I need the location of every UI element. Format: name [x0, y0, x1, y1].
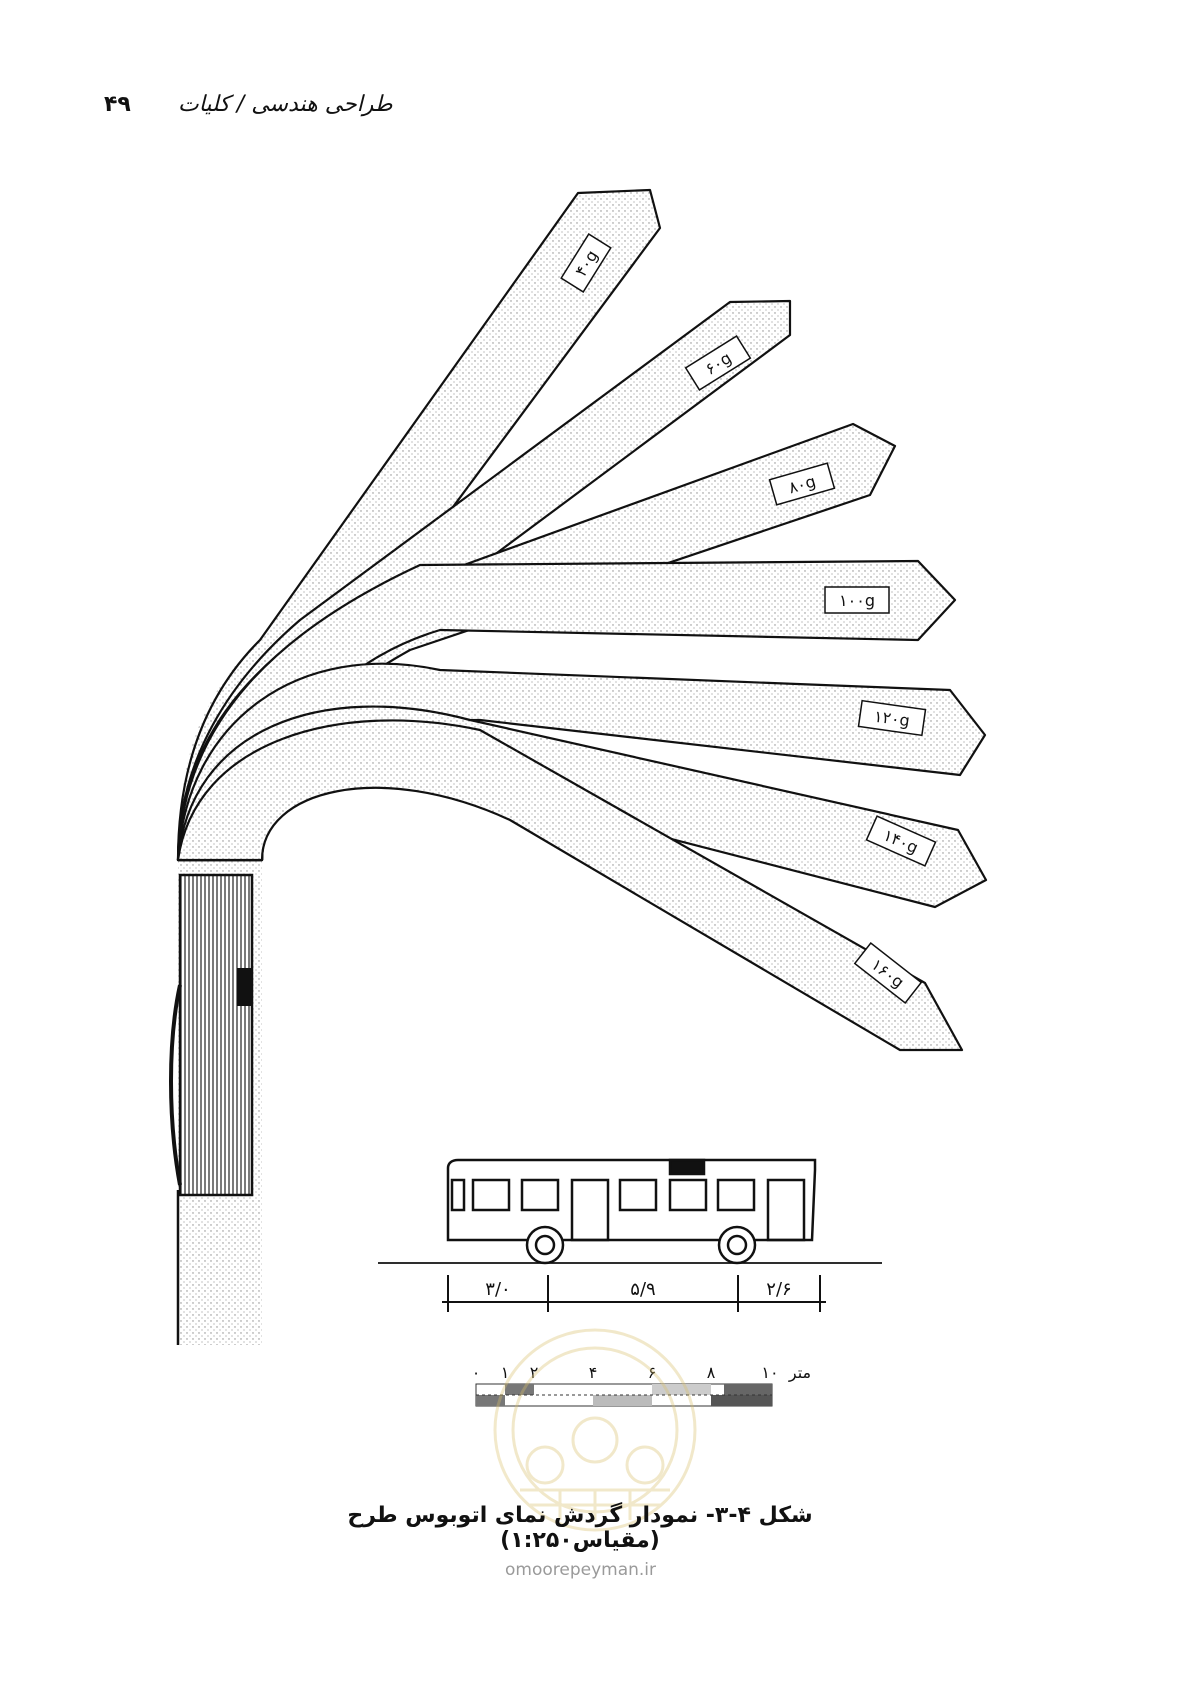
window-5 — [668, 1178, 708, 1212]
window-4 — [618, 1178, 658, 1212]
scale-tick-0: ۰ — [472, 1363, 481, 1382]
window-3 — [520, 1178, 560, 1212]
scale-tick-4: ۴ — [589, 1363, 598, 1382]
dim-rear-overhang: ۳/۰ — [485, 1279, 510, 1300]
bus-side-outline — [169, 984, 182, 1186]
scale-unit: متر — [788, 1363, 811, 1383]
door-middle — [570, 1178, 610, 1242]
door-front — [766, 1178, 806, 1242]
figure-caption: شکل ۴-۳- نمودار گردش نمای اتوبوس طرح (مق… — [347, 1503, 813, 1553]
roof-vent — [668, 1158, 706, 1176]
scale-tick-8: ۸ — [707, 1363, 716, 1382]
window-6 — [716, 1178, 756, 1212]
running-title: طراحی هندسی / کلیات — [178, 92, 393, 117]
watermark-url: omoorepeyman.ir — [505, 1560, 657, 1580]
turn-path-160g — [176, 719, 964, 1052]
scale-bar — [475, 1383, 773, 1407]
scale-tick-1: ۱ — [501, 1363, 510, 1382]
rear-wheel — [525, 1225, 565, 1265]
rear-wheel-hub — [534, 1234, 556, 1256]
front-wheel-hub — [726, 1234, 748, 1256]
dimension-line — [442, 1275, 826, 1312]
bus-front-marker — [237, 968, 251, 1006]
turn-paths — [176, 188, 988, 1052]
front-wheel — [717, 1225, 757, 1265]
turn-label-120g: ۱۲۰g — [873, 707, 911, 731]
bus-plan-view — [178, 873, 254, 1197]
dim-wheelbase: ۵/۹ — [630, 1279, 655, 1300]
dim-front-overhang: ۲/۶ — [766, 1279, 791, 1300]
turn-labels: ۴۰g ۶۰g ۸۰g ۱۰۰g ۱۲۰g ۱۴۰g ۱۶۰g — [560, 233, 937, 1004]
page-number: ۴۹ — [104, 92, 131, 117]
bus-body — [446, 1158, 817, 1242]
bus-side-elevation — [378, 1158, 882, 1265]
watermark-seal — [493, 1328, 697, 1532]
scale-tick-2: ۲ — [530, 1363, 539, 1382]
window-2 — [471, 1178, 511, 1212]
turn-label-100g: ۱۰۰g — [839, 591, 875, 610]
scale-tick-6: ۶ — [648, 1363, 657, 1382]
window-1 — [450, 1178, 466, 1212]
scale-tick-10: ۱۰ — [761, 1363, 778, 1382]
